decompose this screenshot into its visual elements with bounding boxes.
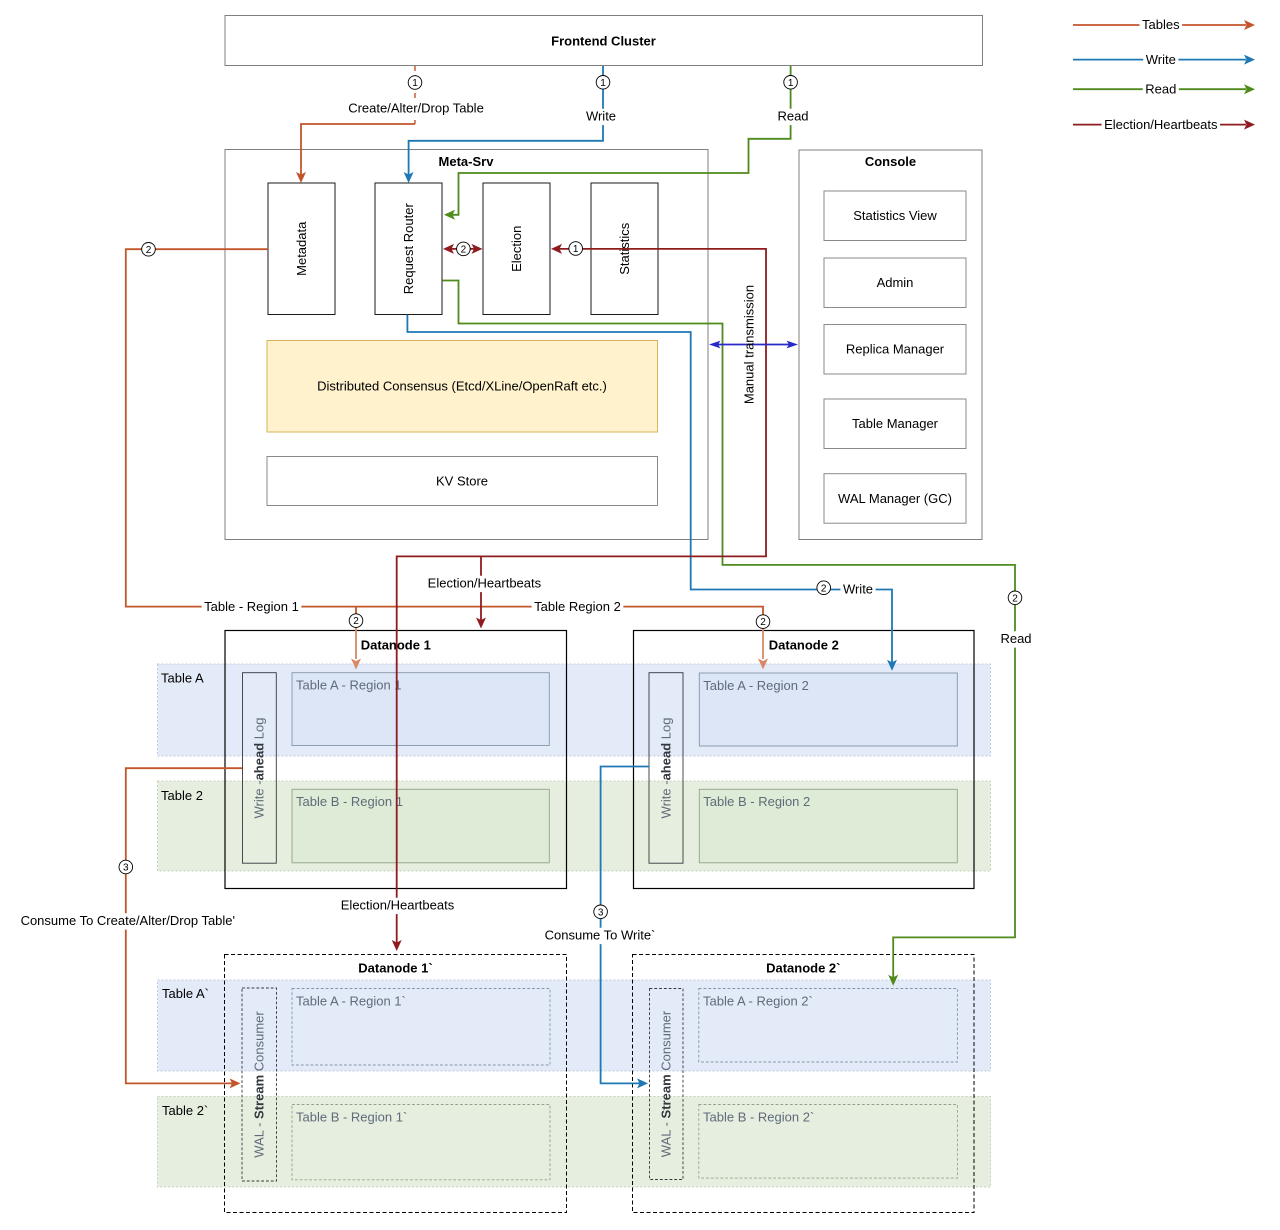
svg-text:Replica Manager: Replica Manager	[846, 342, 945, 357]
svg-text:Table A - Region 2: Table A - Region 2	[703, 678, 809, 693]
svg-text:2: 2	[821, 583, 827, 594]
svg-text:Datanode 1: Datanode 1	[361, 638, 431, 653]
svg-text:Consume To Write`: Consume To Write`	[545, 928, 656, 943]
svg-text:Write: Write	[586, 109, 616, 124]
svg-text:Metadata: Metadata	[294, 221, 309, 276]
svg-text:Table B - Region 2`: Table B - Region 2`	[703, 1110, 814, 1125]
svg-text:Table 2`: Table 2`	[162, 1103, 208, 1118]
svg-text:Frontend Cluster: Frontend Cluster	[551, 34, 656, 49]
svg-text:WAL - Stream Consumer: WAL - Stream Consumer	[659, 1010, 674, 1157]
svg-text:Tables: Tables	[1142, 17, 1180, 32]
svg-text:Table A - Region 1: Table A - Region 1	[296, 678, 402, 693]
svg-text:Table A - Region 2`: Table A - Region 2`	[703, 994, 813, 1009]
svg-text:Table 2: Table 2	[161, 788, 203, 803]
svg-text:3: 3	[123, 863, 129, 874]
svg-text:2: 2	[146, 245, 152, 256]
svg-text:Write -ahead Log: Write -ahead Log	[658, 718, 673, 819]
svg-text:Election: Election	[509, 226, 524, 272]
svg-text:Distributed Consensus (Etcd/XL: Distributed Consensus (Etcd/XLine/OpenRa…	[317, 379, 607, 394]
svg-text:Table - Region 1: Table - Region 1	[204, 599, 299, 614]
svg-text:3: 3	[598, 907, 604, 918]
svg-text:Read: Read	[1000, 631, 1031, 646]
svg-text:1: 1	[412, 78, 418, 89]
svg-text:Election/Heartbeats: Election/Heartbeats	[1104, 117, 1218, 132]
svg-text:Election/Heartbeats: Election/Heartbeats	[341, 898, 455, 913]
svg-text:Datanode 1`: Datanode 1`	[358, 961, 432, 976]
svg-text:2: 2	[461, 245, 467, 256]
svg-text:Table A - Region 1`: Table A - Region 1`	[296, 994, 406, 1009]
svg-text:Table B - Region 1: Table B - Region 1	[296, 794, 403, 809]
svg-text:Datanode 2: Datanode 2	[769, 638, 839, 653]
svg-text:Manual transmission: Manual transmission	[742, 285, 757, 404]
svg-text:Table A`: Table A`	[162, 986, 209, 1001]
svg-text:WAL - Stream Consumer: WAL - Stream Consumer	[252, 1011, 267, 1158]
svg-text:Write: Write	[843, 581, 873, 596]
svg-text:Table Manager: Table Manager	[852, 416, 939, 431]
svg-text:Table B - Region 2: Table B - Region 2	[703, 794, 810, 809]
svg-text:KV Store: KV Store	[436, 474, 488, 489]
svg-text:Table B - Region 1`: Table B - Region 1`	[296, 1110, 407, 1125]
svg-text:2: 2	[1012, 593, 1018, 604]
svg-text:Read: Read	[777, 109, 808, 124]
svg-text:1: 1	[788, 78, 794, 89]
svg-text:WAL Manager (GC): WAL Manager (GC)	[838, 491, 952, 506]
svg-text:Table Region 2: Table Region 2	[534, 599, 621, 614]
svg-text:Datanode 2`: Datanode 2`	[766, 961, 840, 976]
svg-text:Read: Read	[1145, 81, 1176, 96]
svg-text:Create/Alter/Drop Table: Create/Alter/Drop Table	[348, 101, 484, 116]
svg-text:Admin: Admin	[877, 275, 914, 290]
svg-text:Election/Heartbeats: Election/Heartbeats	[428, 576, 542, 591]
svg-text:Meta-Srv: Meta-Srv	[439, 154, 495, 169]
svg-text:Consume To Create/Alter/Drop T: Consume To Create/Alter/Drop Table'	[21, 913, 235, 928]
svg-text:1: 1	[600, 78, 606, 89]
svg-text:Statistics View: Statistics View	[853, 208, 937, 223]
svg-text:2: 2	[760, 617, 766, 628]
svg-text:2: 2	[353, 616, 359, 627]
svg-text:Request Router: Request Router	[401, 203, 416, 295]
svg-text:Write -ahead Log: Write -ahead Log	[252, 718, 267, 819]
svg-text:Console: Console	[865, 154, 916, 169]
svg-text:Write: Write	[1146, 52, 1176, 67]
svg-text:1: 1	[573, 244, 579, 255]
svg-text:Table A: Table A	[161, 671, 204, 686]
